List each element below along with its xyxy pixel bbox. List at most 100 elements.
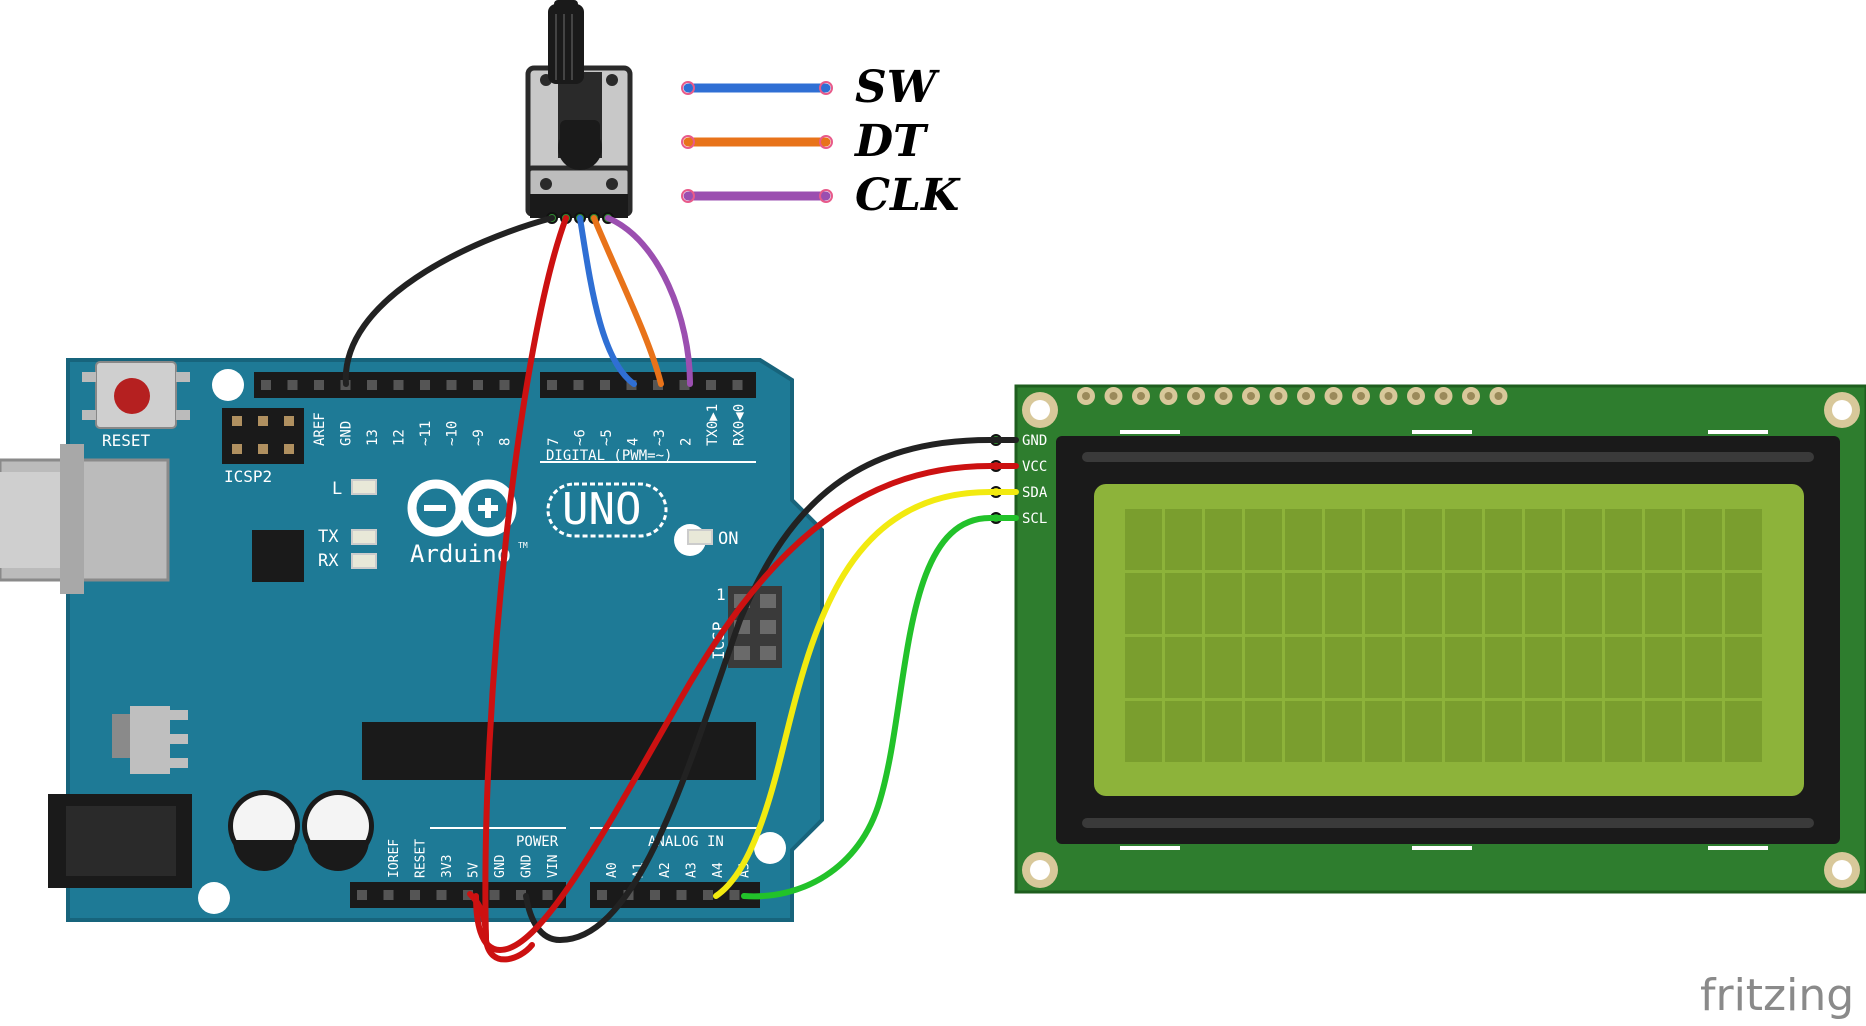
lcd-cell [1605, 637, 1642, 698]
lcd-cell [1285, 509, 1322, 570]
wire-legend: SW DT CLK [681, 62, 961, 221]
rotary-encoder [525, 0, 633, 224]
logo-uno: UNO [562, 484, 641, 535]
header-pin [516, 890, 526, 900]
top-pin-label: ~5 [599, 429, 615, 446]
lcd-cell [1605, 701, 1642, 762]
lcd-cell [1485, 509, 1522, 570]
lcd-cell [1685, 509, 1722, 570]
power-jack [48, 794, 192, 888]
header-pin [676, 890, 687, 900]
lcd-cell [1325, 637, 1362, 698]
lcd-cell [1645, 701, 1682, 762]
top-pin-label: 13 [365, 429, 381, 446]
lcd-cell [1485, 701, 1522, 762]
lcd-top-pins [1077, 387, 1508, 405]
lcd-cell [1725, 637, 1762, 698]
header-pin [287, 380, 298, 390]
board-leds: L TX RX ON [318, 479, 738, 571]
lcd-cell [1165, 573, 1202, 634]
fritzing-watermark: fritzing [1700, 970, 1854, 1021]
lcd-cell [1525, 573, 1562, 634]
lcd-cell [1725, 509, 1762, 570]
lcd-cell [1725, 573, 1762, 634]
lcd-cell [1525, 701, 1562, 762]
wire-sw [577, 215, 637, 387]
top-pin-label: 7 [546, 438, 562, 446]
bottom-pin-label: VIN [546, 855, 561, 878]
i2c-pin-label: SCL [1022, 511, 1047, 527]
reset-button[interactable] [82, 361, 190, 429]
bottom-pin-label: GND [520, 854, 535, 878]
lcd-cell [1125, 637, 1162, 698]
icsp-header: 1 ICSP [709, 585, 782, 668]
lcd-mount-holes [1022, 392, 1860, 888]
lcd-cell [1125, 509, 1162, 570]
lcd-cell [1565, 701, 1602, 762]
top-pin-label: 2 [679, 438, 695, 446]
top-pin-label: AREF [312, 412, 328, 446]
arduino-logo: UNO Arduino TM [407, 479, 668, 568]
lcd-cell [1525, 509, 1562, 570]
lcd-cell [1405, 509, 1442, 570]
header-pin [729, 890, 740, 900]
bottom-pin-label: RESET [414, 839, 429, 878]
top-pin-label: ~11 [418, 421, 434, 446]
top-pin-label: 4 [626, 438, 642, 446]
header-pin [410, 890, 420, 900]
lcd-cell [1445, 701, 1482, 762]
lcd-cell [1165, 509, 1202, 570]
legend-clk: CLK [681, 170, 961, 221]
lcd-cell [1445, 573, 1482, 634]
wires [342, 215, 1019, 963]
header-pin [542, 890, 553, 900]
top-pin-label: GND [339, 421, 355, 446]
legend-sw-label: SW [855, 62, 941, 113]
wire-lcd-vcc [473, 463, 993, 954]
lcd-cell [1325, 509, 1362, 570]
reset-label: RESET [102, 431, 151, 450]
header-pin [489, 890, 500, 900]
lcd-cell [1605, 509, 1642, 570]
lcd-cell [1565, 637, 1602, 698]
lcd-cell [1165, 701, 1202, 762]
lcd-cell [1445, 637, 1482, 698]
wire-lcd-sda [713, 489, 993, 899]
header-pin [446, 380, 457, 390]
lcd-cell [1285, 701, 1322, 762]
digital-header [254, 372, 756, 398]
lcd-cell [1685, 637, 1722, 698]
bottom-pin-label: 3V3 [440, 855, 455, 878]
lcd-cell [1725, 701, 1762, 762]
bottom-pin-label: A4 [711, 862, 726, 878]
lcd-cell [1365, 509, 1402, 570]
header-pin [653, 380, 663, 390]
header-pin [732, 380, 743, 390]
power-label: POWER [516, 834, 559, 850]
top-pin-label: TX0▶1 [705, 404, 721, 446]
lcd-cell [1405, 637, 1442, 698]
i2c-pin-label: VCC [1022, 459, 1047, 475]
lcd-character-cells [1125, 509, 1762, 762]
lcd-cell [1285, 573, 1322, 634]
lcd-cell [1485, 637, 1522, 698]
lcd-cell [1485, 573, 1522, 634]
lcd-cell [1605, 573, 1642, 634]
top-pin-label: RX0◀0 [732, 404, 748, 446]
wire-clk [605, 215, 693, 387]
icsp2-label: ICSP2 [224, 467, 272, 486]
lcd-cell [1645, 573, 1682, 634]
top-pin-label: ~9 [471, 429, 487, 446]
led-on-label: ON [718, 529, 738, 549]
header-pin [473, 380, 483, 390]
led-tx-label: TX [318, 527, 339, 547]
atmega-chip [362, 722, 756, 780]
lcd-cell [1245, 509, 1282, 570]
lcd-cell [1645, 509, 1682, 570]
lcd-cell [1405, 573, 1442, 634]
wire-lcd-scl [741, 515, 993, 900]
usb-connector [0, 444, 170, 594]
legend-dt-label: DT [853, 116, 929, 167]
bottom-pin-label: GND [493, 854, 508, 878]
